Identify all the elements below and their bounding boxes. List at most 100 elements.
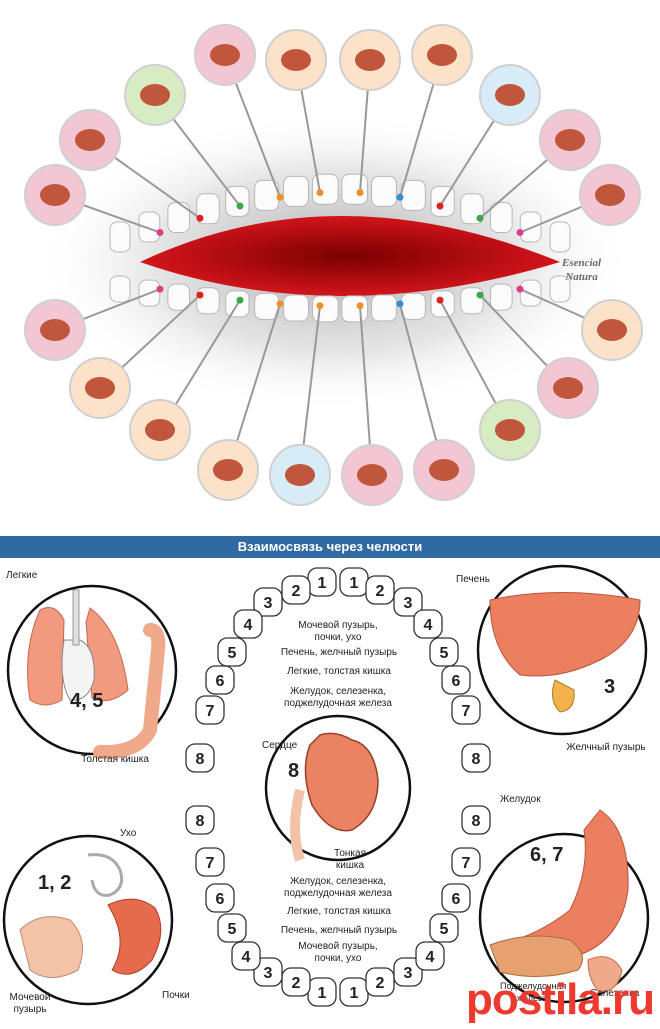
lower-tooth <box>283 294 309 322</box>
upper-left-tooth: 3 <box>253 587 283 617</box>
organ-icon <box>555 129 585 151</box>
upper-tooth <box>371 175 397 207</box>
organ-icon <box>429 459 459 481</box>
upper-left-tooth: 5 <box>217 637 247 667</box>
lower-right-tooth: 8 <box>461 805 491 835</box>
lungs-label: Легкие <box>6 570 38 581</box>
upper-tooth <box>167 201 190 233</box>
bladder-label: Мочевой пузырь <box>9 992 51 1015</box>
upper-group-3: Легкие, толстая кишка <box>287 666 391 677</box>
heart-circle <box>264 714 412 862</box>
tooth-number: 2 <box>376 583 385 600</box>
tooth-outline <box>413 609 443 639</box>
upper-tooth <box>549 221 571 253</box>
organ-icon <box>145 419 175 441</box>
connector-dot <box>276 300 284 308</box>
upper-left-tooth: 6 <box>205 665 235 695</box>
tooth-number: 8 <box>196 813 205 830</box>
lower-tooth <box>109 275 131 303</box>
upper-group-4: Желудок, селезенка, поджелудочная железа <box>284 686 392 709</box>
lower-right-tooth: 5 <box>429 913 459 943</box>
stomach-number: 6, 7 <box>530 844 564 866</box>
tooth-number: 3 <box>404 595 413 612</box>
organ-icon <box>40 319 70 341</box>
tooth-outline <box>185 743 215 773</box>
tooth-number: 7 <box>462 703 471 720</box>
tooth-outline <box>253 957 283 987</box>
connector-dot <box>516 285 524 293</box>
organ-icon <box>427 44 457 66</box>
tooth-number: 8 <box>472 751 481 768</box>
upper-left-tooth: 4 <box>233 609 263 639</box>
lower-tooth <box>167 283 190 311</box>
tooth-outline <box>429 637 459 667</box>
connector-dot <box>156 228 164 236</box>
connector-dot <box>316 302 324 310</box>
tooth-number: 6 <box>216 891 225 908</box>
tooth-number: 3 <box>264 595 273 612</box>
tooth-number: 5 <box>228 645 237 662</box>
lower-right-tooth: 7 <box>451 847 481 877</box>
lower-group-2: Легкие, толстая кишка <box>287 906 391 917</box>
organ-icon <box>40 184 70 206</box>
tooth-number: 1 <box>350 575 359 592</box>
banner-title: Взаимосвязь через челюсти <box>237 539 423 554</box>
connector-dot <box>156 285 164 293</box>
liver-number: 3 <box>604 676 616 698</box>
upper-right-tooth: 2 <box>365 575 395 605</box>
upper-group-1: Мочевой пузырь, почки, ухо <box>298 620 378 643</box>
lower-left-tooth: 1 <box>307 977 337 1007</box>
tooth-outline <box>217 637 247 667</box>
tooth-outline <box>441 665 471 695</box>
tooth-number: 6 <box>452 891 461 908</box>
connector-dot <box>236 296 244 304</box>
tooth-number: 1 <box>318 575 327 592</box>
upper-tooth <box>138 211 161 243</box>
organ-icon <box>213 459 243 481</box>
stomach-illustration <box>489 809 629 993</box>
lower-left-tooth: 6 <box>205 883 235 913</box>
tooth-outline <box>429 913 459 943</box>
upper-tooth <box>109 221 131 253</box>
upper-left-tooth: 2 <box>281 575 311 605</box>
tooth-outline <box>461 743 491 773</box>
connector-dot <box>396 193 404 201</box>
tooth-number: 7 <box>206 855 215 872</box>
tooth-outline <box>461 805 491 835</box>
lower-tooth <box>341 295 368 323</box>
connector-dot <box>276 193 284 201</box>
kidney-number: 1, 2 <box>38 872 72 894</box>
heart-label: Сердце <box>262 740 298 751</box>
site-watermark: postila.ru <box>465 975 655 1024</box>
tooth-number: 8 <box>472 813 481 830</box>
tooth-number: 2 <box>376 975 385 992</box>
kidneys-label: Почки <box>162 990 190 1001</box>
tooth-outline <box>365 575 395 605</box>
tooth-outline <box>451 695 481 725</box>
tooth-number: 4 <box>244 617 253 634</box>
organ-icon <box>75 129 105 151</box>
teeth-organ-illustration <box>24 24 643 506</box>
tooth-number: 7 <box>462 855 471 872</box>
chart-banner: Взаимосвязь через челюсти <box>0 536 660 558</box>
tooth-outline <box>231 941 261 971</box>
organ-icon <box>355 49 385 71</box>
spleen-label: Селезенка <box>590 988 640 999</box>
organ-icon <box>357 464 387 486</box>
lower-left-tooth: 2 <box>281 967 311 997</box>
ear-kidney-illustration <box>19 853 162 978</box>
lower-group-1: Желудок, селезенка, поджелудочная железа <box>284 876 392 899</box>
upper-right-tooth: 4 <box>413 609 443 639</box>
tooth-number: 2 <box>292 975 301 992</box>
tooth-number: 6 <box>452 673 461 690</box>
kidney-circle <box>2 834 174 1006</box>
upper-right-tooth: 1 <box>339 567 369 597</box>
tooth-outline <box>365 967 395 997</box>
tooth-outline <box>393 587 423 617</box>
watermark-line2: Natura <box>565 271 598 283</box>
upper-tooth <box>490 201 513 233</box>
upper-tooth <box>341 173 368 205</box>
upper-tooth <box>283 175 309 207</box>
organ-icon <box>595 184 625 206</box>
